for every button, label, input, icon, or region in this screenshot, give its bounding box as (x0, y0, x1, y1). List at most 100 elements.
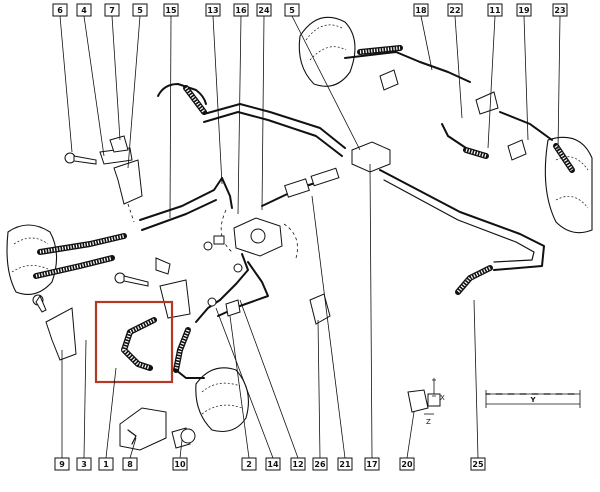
callout-top-14: 23 (552, 3, 568, 17)
leader-line-top-1 (59, 15, 73, 153)
leader-line-top-8 (261, 15, 265, 211)
callout-top-7: 16 (233, 3, 249, 17)
callout-bottom-2-number: 3 (81, 460, 87, 469)
bolt-10 (171, 427, 196, 449)
callout-bottom-9-box (312, 457, 328, 471)
bolt-6 (64, 152, 97, 165)
callout-bottom-13-number: 25 (472, 460, 484, 469)
leader-line-top-12 (487, 15, 496, 149)
callout-bottom-1: 9 (54, 457, 70, 471)
leader-line-top-5 (169, 15, 172, 219)
callout-bottom-9-number: 26 (314, 460, 326, 469)
bracket-4-7 (99, 135, 133, 165)
bolt-front (114, 272, 149, 287)
callout-bottom-13: 25 (470, 457, 486, 471)
dimension-y-label: Y (529, 396, 536, 404)
leader-line-top-3 (111, 15, 121, 141)
wheel-rear-left (544, 136, 593, 234)
callout-top-10-box (413, 3, 429, 17)
highlighted-part-1 (94, 300, 174, 384)
callout-top-9-number: 5 (289, 6, 295, 15)
leader-line-bottom-2 (83, 339, 87, 459)
callout-top-2-number: 4 (81, 6, 87, 15)
leader-line-top-2 (83, 15, 105, 157)
callout-bottom-8-box (290, 457, 306, 471)
callout-top-2: 4 (76, 3, 92, 17)
callout-bottom-13-box (470, 457, 486, 471)
callout-top-12-number: 11 (489, 6, 501, 15)
leader-line-bottom-8 (239, 299, 299, 459)
callout-leader-lines (59, 15, 561, 459)
callout-top-14-box (552, 3, 568, 17)
callout-bottom-11-number: 17 (366, 460, 377, 469)
callout-top-10-number: 18 (415, 6, 427, 15)
callout-bottom-2-box (76, 457, 92, 471)
junction-block-17 (351, 141, 391, 173)
clip-18 (379, 69, 499, 115)
callout-bottom-11: 17 (364, 457, 380, 471)
leader-line-bottom-4 (129, 437, 137, 459)
callout-bottom-11-box (364, 457, 380, 471)
callout-top-13-box (516, 3, 532, 17)
callout-bottom-8-number: 12 (292, 460, 303, 469)
callout-top-12-box (487, 3, 503, 17)
callout-bottom-5-box (172, 457, 188, 471)
callout-top-8-box (256, 3, 272, 17)
callout-bottom-3-number: 1 (103, 460, 109, 469)
callout-top-11: 22 (447, 3, 463, 17)
union-fitting-21 (284, 167, 340, 198)
dimension-x-label: X (440, 394, 445, 402)
callout-bottom-2: 3 (76, 457, 92, 471)
fitting-detail-20: X Z (407, 378, 445, 426)
callout-bottom-3: 1 (98, 457, 114, 471)
bracket-3 (155, 257, 191, 319)
wheel-front-left (195, 367, 249, 433)
leader-line-bottom-13 (473, 299, 479, 459)
callout-bottom-8: 12 (290, 457, 306, 471)
callout-bottom-10-number: 21 (339, 460, 351, 469)
callout-bottom-12: 20 (399, 457, 415, 471)
bracket-8 (119, 407, 167, 451)
callout-top-1: 6 (52, 3, 68, 17)
callout-top-1-number: 6 (57, 6, 63, 15)
callout-bottom-7-box (265, 457, 281, 471)
callout-top-11-box (447, 3, 463, 17)
callout-top-14-number: 23 (554, 6, 565, 15)
callout-bottom-10: 21 (337, 457, 353, 471)
leader-line-bottom-11 (369, 163, 373, 459)
callout-top-5: 15 (163, 3, 179, 17)
leader-line-top-14 (557, 15, 561, 151)
leader-line-bottom-12 (406, 411, 415, 459)
callout-bottom-9: 26 (312, 457, 328, 471)
leader-line-bottom-3 (105, 367, 117, 459)
callout-bottom-1-box (54, 457, 70, 471)
callout-top-12: 11 (487, 3, 503, 17)
callout-bottom-5-number: 10 (174, 460, 186, 469)
clip-19 (507, 139, 527, 161)
callout-top-1-box (52, 3, 68, 17)
callout-top-13-number: 19 (518, 6, 530, 15)
callout-top-8-number: 24 (258, 6, 270, 15)
leader-line-top-7 (237, 15, 242, 215)
callout-bottom-7: 14 (265, 457, 281, 471)
callout-bottom-4-number: 8 (127, 460, 133, 469)
callout-top-6-box (205, 3, 221, 17)
callout-bottom-3-box (98, 457, 114, 471)
callout-top-3: 7 (104, 3, 120, 17)
callout-bottom-4: 8 (122, 457, 138, 471)
callout-bottom-10-box (337, 457, 353, 471)
leader-line-bottom-7 (215, 307, 274, 459)
leader-line-top-13 (523, 15, 529, 141)
callout-top-6-number: 13 (207, 6, 218, 15)
callout-bottom-12-number: 20 (401, 460, 413, 469)
callout-bottom-5: 10 (172, 457, 188, 471)
callout-top-7-number: 16 (235, 6, 247, 15)
callout-bottom-4-box (122, 457, 138, 471)
callout-top-4-box (132, 3, 148, 17)
brake-compensator (220, 209, 298, 259)
callout-top-9-box (284, 3, 300, 17)
callout-bottom-7-number: 14 (267, 460, 279, 469)
callout-top-5-number: 15 (165, 6, 177, 15)
